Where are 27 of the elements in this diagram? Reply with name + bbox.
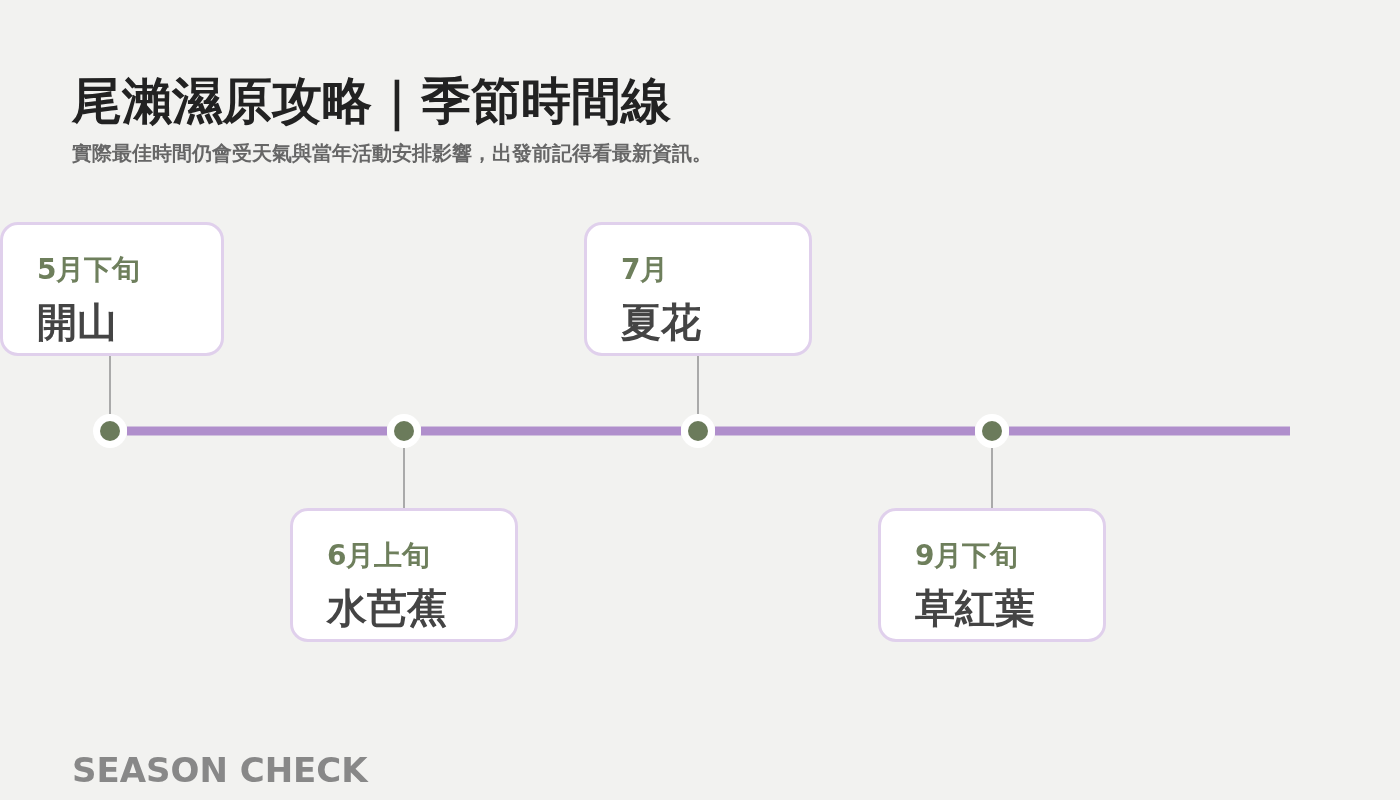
- event-card: [290, 508, 518, 642]
- event-label: 水芭蕉: [327, 584, 448, 633]
- date-label: 9月下旬: [915, 538, 1020, 574]
- event-card: [584, 222, 812, 356]
- timeline-line: [1009, 426, 1290, 436]
- connector-line: [403, 447, 405, 509]
- timeline-dot: [387, 414, 421, 448]
- connector-line: [697, 355, 699, 415]
- timeline-line: [715, 426, 975, 436]
- timeline-line: [127, 426, 387, 436]
- date-label: 5月下旬: [37, 252, 142, 288]
- timeline-dot: [681, 414, 715, 448]
- subtitle: 實際最佳時間仍會受天氣與當年活動安排影響，出發前記得看最新資訊。: [72, 140, 712, 167]
- event-label: 夏花: [621, 298, 702, 347]
- title: 尾瀨濕原攻略｜季節時間線: [72, 70, 671, 134]
- date-label: 6月上旬: [327, 538, 432, 574]
- timeline-dot: [975, 414, 1009, 448]
- connector-line: [109, 355, 111, 415]
- footer-text: SEASON CHECK: [72, 750, 368, 790]
- event-card: [0, 222, 224, 356]
- event-label: 開山: [37, 298, 118, 347]
- connector-line: [991, 447, 993, 509]
- event-label: 草紅葉: [915, 584, 1036, 633]
- event-card: [878, 508, 1106, 642]
- timeline-line: [421, 426, 681, 436]
- date-label: 7月: [621, 252, 670, 288]
- timeline-dot: [93, 414, 127, 448]
